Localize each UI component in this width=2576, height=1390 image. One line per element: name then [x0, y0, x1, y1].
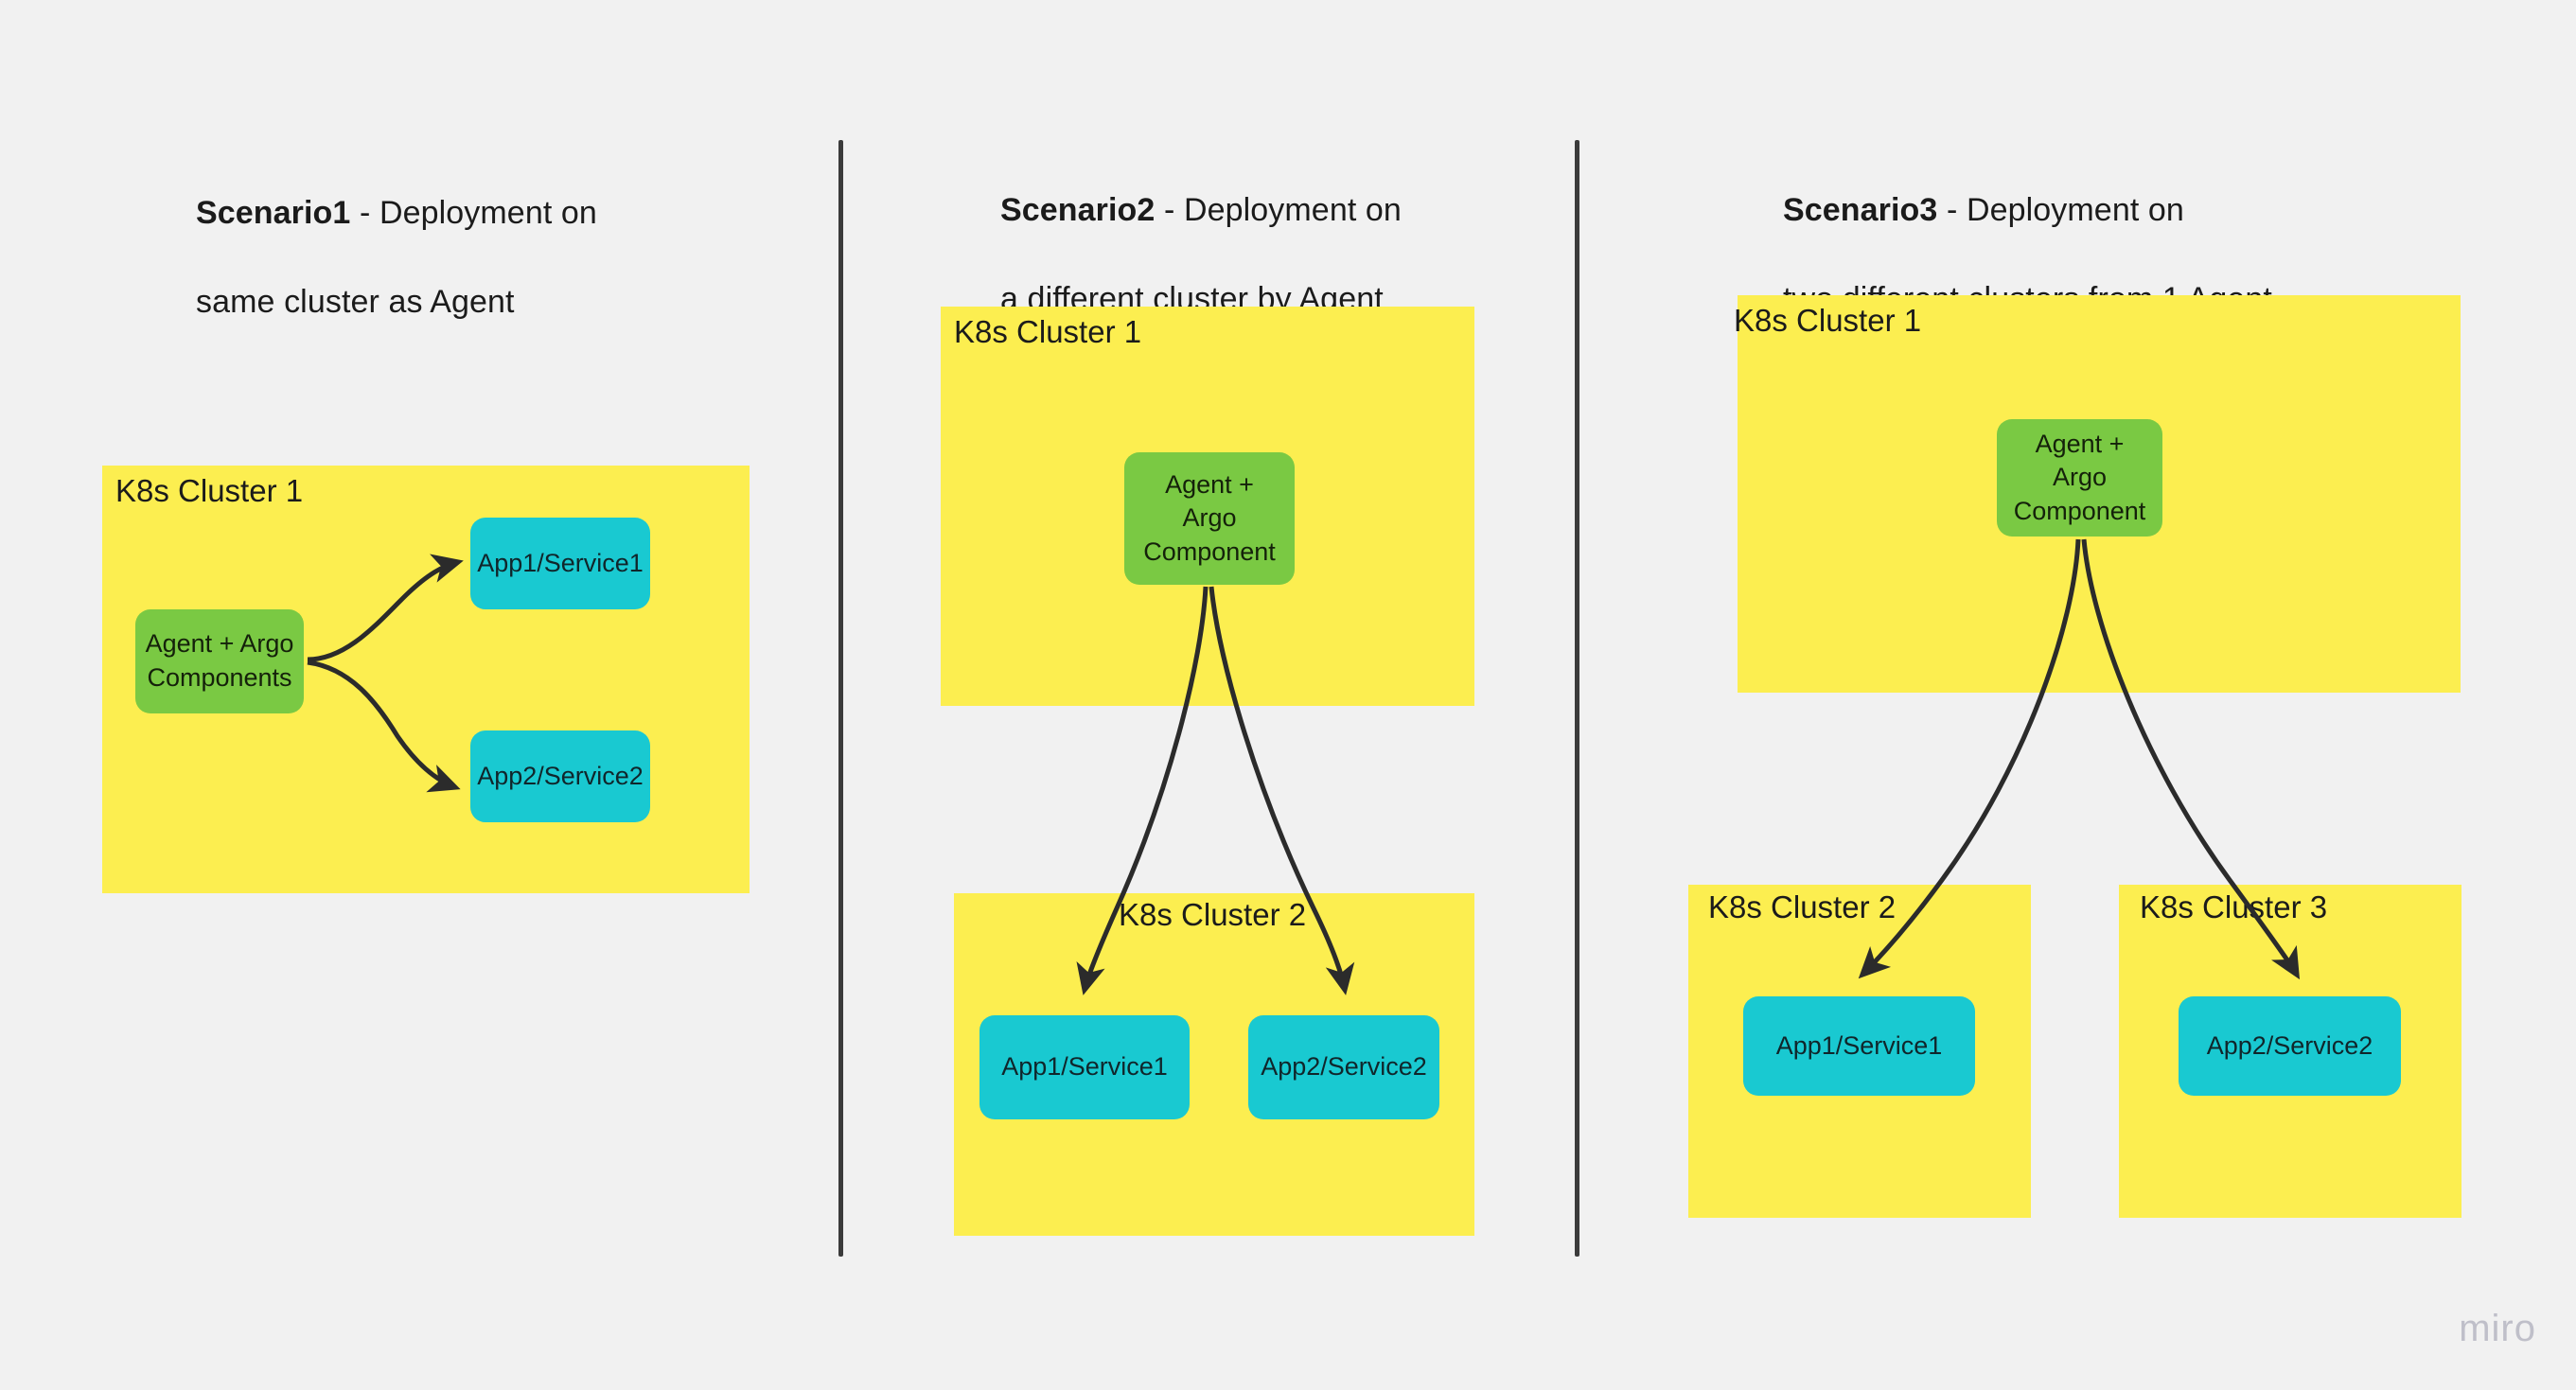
scenario3-cluster2-label: K8s Cluster 2 — [1708, 889, 1897, 924]
scenario3-app1-node[interactable]: App1/Service1 — [1743, 996, 1975, 1096]
miro-watermark: miro — [2459, 1308, 2536, 1349]
scenario3-title-rest: - Deployment on — [1937, 191, 2184, 228]
scenario3-title-bold: Scenario3 — [1783, 191, 1938, 228]
scenario3-agent-node[interactable]: Agent + Argo Component — [1997, 419, 2162, 537]
scenario1-title-bold: Scenario1 — [196, 194, 351, 231]
divider-scenario2-scenario3 — [1575, 140, 1579, 1257]
scenario2-title-rest: - Deployment on — [1155, 191, 1402, 228]
scenario2-app2-node[interactable]: App2/Service2 — [1248, 1015, 1439, 1119]
scenario1-agent-node[interactable]: Agent + Argo Components — [135, 609, 304, 713]
scenario1-title: Scenario1 - Deployment on same cluster a… — [196, 147, 726, 325]
scenario1-cluster1-label: K8s Cluster 1 — [115, 473, 304, 508]
scenario1-title-rest: - Deployment on — [350, 194, 597, 231]
scenario1-app2-node[interactable]: App2/Service2 — [470, 730, 650, 822]
divider-scenario1-scenario2 — [838, 140, 843, 1257]
scenario1-app1-node[interactable]: App1/Service1 — [470, 518, 650, 609]
scenario2-title-bold: Scenario2 — [1000, 191, 1156, 228]
scenario2-title: Scenario2 - Deployment on a different cl… — [1000, 144, 1530, 322]
scenario3-app2-node[interactable]: App2/Service2 — [2179, 996, 2401, 1096]
scenario1-title-line2: same cluster as Agent — [196, 283, 515, 320]
scenario3-cluster1-label: K8s Cluster 1 — [1734, 303, 1922, 338]
scenario2-cluster2-label: K8s Cluster 2 — [1119, 897, 1307, 932]
scenario2-app1-node[interactable]: App1/Service1 — [979, 1015, 1190, 1119]
scenario2-agent-node[interactable]: Agent + Argo Component — [1124, 452, 1295, 585]
scenario3-cluster3-label: K8s Cluster 3 — [2140, 889, 2328, 924]
scenario2-cluster1-label: K8s Cluster 1 — [954, 314, 1142, 349]
